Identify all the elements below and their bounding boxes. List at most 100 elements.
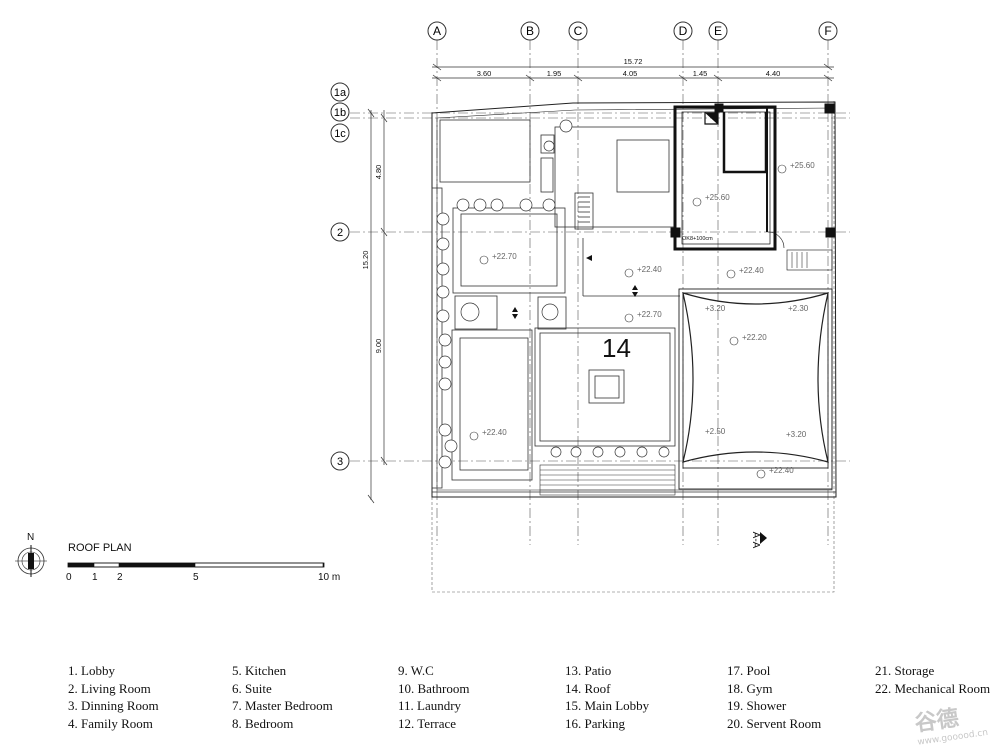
legend-item: 11. Laundry xyxy=(398,698,462,713)
pyramid-roof xyxy=(678,288,833,490)
grid-bubble-3: 3 xyxy=(330,451,350,471)
dimension-a-b: 3.60 xyxy=(477,69,492,78)
legend-column: 17. Pool 18. Gym 19. Shower 20. Servent … xyxy=(727,662,821,732)
dimension-1c-2: 4.80 xyxy=(374,165,383,180)
level-label: +3.20 xyxy=(786,430,807,439)
direction-arrows xyxy=(512,255,638,319)
legend-item: 22. Mechanical Room xyxy=(875,680,991,696)
legend-item: 15. Main Lobby xyxy=(565,698,650,713)
legend-item: 13. Patio xyxy=(565,663,612,678)
dimension-d-e: 1.45 xyxy=(693,69,708,78)
svg-text:+22.40: +22.40 xyxy=(637,265,662,274)
room-legend: 1. Lobby 2. Living Room 3. Dinning Room … xyxy=(0,662,1000,742)
svg-text:+22.70: +22.70 xyxy=(637,310,662,319)
roof-plan-drawing: A B C D E F 1a 1b 1c 2 3 15.72 3.60 1.95… xyxy=(15,21,850,593)
legend-item: 1. Lobby xyxy=(68,663,115,678)
grid-row-bubbles: 1a 1b 1c 2 3 xyxy=(330,82,350,471)
room-number-label: 14 xyxy=(602,333,631,363)
legend-item: 19. Shower xyxy=(727,698,787,713)
svg-text:2: 2 xyxy=(337,227,343,239)
legend-item: 9. W.C xyxy=(398,663,434,678)
level-marker: +22.70 xyxy=(479,252,517,265)
legend-item: 2. Living Room xyxy=(68,680,151,696)
svg-text:+22.40: +22.40 xyxy=(769,466,794,475)
scale-tick-label: 1 xyxy=(92,572,98,583)
legend-column: 21. Storage 22. Mechanical Room xyxy=(875,662,990,697)
svg-text:+22.70: +22.70 xyxy=(492,252,517,261)
grid-bubble-1c: 1c xyxy=(330,123,350,143)
level-label: +2.30 xyxy=(788,304,809,313)
svg-text:F: F xyxy=(824,24,831,38)
scale-bar: 0 1 2 5 10 m xyxy=(66,562,340,583)
grid-bubble-1a: 1a xyxy=(330,82,350,102)
grid-bubble-e: E xyxy=(708,21,728,41)
dimension-e-f: 4.40 xyxy=(766,69,781,78)
svg-text:1c: 1c xyxy=(334,128,346,140)
dimension-overall-width: 15.72 xyxy=(624,57,643,66)
grid-bubble-d: D xyxy=(673,21,693,41)
svg-text:E: E xyxy=(714,24,722,38)
svg-text:+25.60: +25.60 xyxy=(705,193,730,202)
svg-text:B: B xyxy=(526,24,534,38)
scale-tick-label: 10 m xyxy=(318,572,340,583)
legend-item: 5. Kitchen xyxy=(232,663,287,678)
grid-bubble-c: C xyxy=(568,21,588,41)
grid-bubble-f: F xyxy=(818,21,838,41)
legend-item: 4. Family Room xyxy=(68,715,153,731)
top-dimensions: 15.72 3.60 1.95 4.05 1.45 4.40 xyxy=(432,57,834,82)
scale-tick-label: 0 xyxy=(66,572,72,583)
level-marker: +22.40 xyxy=(469,428,507,441)
legend-item: 6. Suite xyxy=(232,680,272,696)
svg-text:+25.60: +25.60 xyxy=(790,161,815,170)
legend-item: 10. Bathroom xyxy=(398,680,470,696)
door-note: OK8+100cm xyxy=(682,236,713,242)
legend-item: 17. Pool xyxy=(727,663,771,678)
steps xyxy=(539,464,676,496)
grid-bubble-1b: 1b xyxy=(330,102,350,122)
svg-text:+22.40: +22.40 xyxy=(482,428,507,437)
drawing-title: ROOF PLAN xyxy=(68,542,132,554)
svg-text:D: D xyxy=(679,24,688,38)
legend-item: 7. Master Bedroom xyxy=(232,698,333,713)
legend-item: 18. Gym xyxy=(727,680,773,696)
level-marker: +25.60 xyxy=(777,161,815,174)
dimension-2-3: 9.00 xyxy=(374,339,383,354)
level-marker: +25.60 xyxy=(692,193,730,207)
level-marker: +22.40 xyxy=(756,466,794,479)
svg-text:+22.40: +22.40 xyxy=(739,266,764,275)
level-markers: +25.60 +25.60 +22.70 +22.40 +22.40 +22.7… xyxy=(469,161,815,479)
grid-bubble-b: B xyxy=(520,21,540,41)
svg-text:A-A: A-A xyxy=(750,532,761,549)
legend-item: 14. Roof xyxy=(565,680,611,696)
svg-text:1a: 1a xyxy=(334,87,347,99)
legend-item: 20. Servent Room xyxy=(727,715,822,731)
legend-column: 13. Patio 14. Roof 15. Main Lobby 16. Pa… xyxy=(565,662,649,732)
dimension-overall-depth: 15.20 xyxy=(361,251,370,270)
grid-bubble-a: A xyxy=(427,21,447,41)
svg-text:3: 3 xyxy=(337,456,343,468)
north-arrow: N xyxy=(15,532,47,577)
legend-item: 16. Parking xyxy=(565,715,625,731)
legend-item: 12. Terrace xyxy=(398,715,457,731)
stair-room xyxy=(670,103,836,271)
svg-text:C: C xyxy=(574,24,583,38)
legend-item: 8. Bedroom xyxy=(232,715,294,731)
grid-column-bubbles: A B C D E F xyxy=(427,21,838,41)
legend-item: 3. Dinning Room xyxy=(68,698,159,713)
left-dimensions: 15.20 4.80 9.00 xyxy=(361,108,388,504)
level-marker: +22.40 xyxy=(624,265,662,278)
scale-tick-label: 2 xyxy=(117,572,123,583)
svg-text:1b: 1b xyxy=(334,107,346,119)
dimension-c-d: 4.05 xyxy=(623,69,638,78)
level-marker: +22.20 xyxy=(729,333,767,346)
legend-column: 1. Lobby 2. Living Room 3. Dinning Room … xyxy=(68,662,159,732)
level-marker: +22.40 xyxy=(726,266,764,279)
grid-bubble-2: 2 xyxy=(330,222,350,242)
legend-column: 5. Kitchen 6. Suite 7. Master Bedroom 8.… xyxy=(232,662,333,732)
legend-column: 9. W.C 10. Bathroom 11. Laundry 12. Terr… xyxy=(398,662,470,732)
planting xyxy=(436,119,670,469)
svg-text:A: A xyxy=(433,24,441,38)
level-marker: +22.70 xyxy=(624,310,662,323)
legend-item: 21. Storage xyxy=(875,663,935,678)
svg-text:N: N xyxy=(27,532,34,543)
